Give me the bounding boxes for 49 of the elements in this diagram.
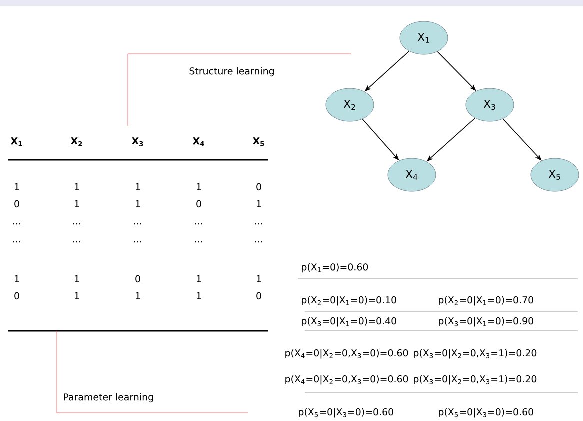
table-cell: 0 <box>14 292 20 300</box>
probability-text: p(X$_{4}$=0|X$_{2}$=0,X$_{3}$=0)=0.60 <box>286 375 408 385</box>
table-cell: ... <box>14 223 20 225</box>
table-cell: ... <box>74 241 80 243</box>
table-cell: 1 <box>75 292 80 300</box>
table-cell: 0 <box>136 275 140 283</box>
probability-text: p(X$_{3}$=0|X$_{1}$=0)=0.40 <box>302 317 396 327</box>
table-cell: 0 <box>196 200 202 208</box>
probability-text: p(X$_{4}$=0|X$_{2}$=0,X$_{3}$=0)=0.60 <box>286 349 408 359</box>
table-cell: 1 <box>15 276 20 282</box>
table-cell: ... <box>134 223 142 225</box>
table-cell: ... <box>196 223 202 225</box>
table-cell: ... <box>134 241 142 243</box>
probability-text: p(X$_{5}$=0|X$_{3}$=0)=0.60 <box>439 408 534 418</box>
column-header: X$_{5}$ <box>253 138 264 146</box>
caption-text: Structure learning <box>190 67 274 77</box>
table-cell: 1 <box>257 200 262 208</box>
table-cell: 0 <box>256 292 262 300</box>
probability-text: p(X$_{2}$=0|X$_{1}$=0)=0.70 <box>439 296 534 306</box>
table-cell: ... <box>14 241 20 243</box>
probability-text: p(X$_{3}$=0|X$_{2}$=0,X$_{3}$=1)=0.20 <box>414 375 537 385</box>
table-cell: 1 <box>136 292 140 300</box>
column-header: X$_{3}$ <box>132 138 144 146</box>
table-cell: 1 <box>197 184 202 190</box>
table-cell: 1 <box>136 200 140 208</box>
column-header: X$_{1}$ <box>11 138 22 146</box>
probability-text: p(X$_{2}$=0|X$_{1}$=0)=0.10 <box>302 296 396 306</box>
probability-text: p(X$_{3}$=0|X$_{1}$=0)=0.90 <box>439 317 534 327</box>
table-cell: ... <box>196 241 202 243</box>
table-cell: ... <box>256 223 262 225</box>
table-cell: ... <box>74 223 80 225</box>
table-cell: 0 <box>14 200 20 208</box>
arrow <box>502 118 542 161</box>
table-cell: 1 <box>257 276 262 282</box>
probability-text: p(X$_{3}$=0|X$_{2}$=0,X$_{3}$=1)=0.20 <box>414 349 537 359</box>
caption-text: Parameter learning <box>64 393 154 403</box>
table-cell: 1 <box>197 292 202 300</box>
probability-text: p(X$_{1}$=0)=0.60 <box>302 263 368 273</box>
table-cell: 1 <box>15 184 20 190</box>
table-cell: 0 <box>256 183 262 191</box>
probability-text: p(X$_{5}$=0|X$_{3}$=0)=0.60 <box>299 408 394 418</box>
table-cell: 1 <box>75 200 80 208</box>
table-cell: 1 <box>75 276 80 282</box>
table-cell: ... <box>256 241 262 243</box>
column-header: X$_{4}$ <box>193 138 204 146</box>
table-cell: 1 <box>75 184 80 190</box>
column-header: X$_{2}$ <box>71 138 82 146</box>
table-cell: 1 <box>197 276 202 282</box>
table-cell: 1 <box>136 184 140 190</box>
